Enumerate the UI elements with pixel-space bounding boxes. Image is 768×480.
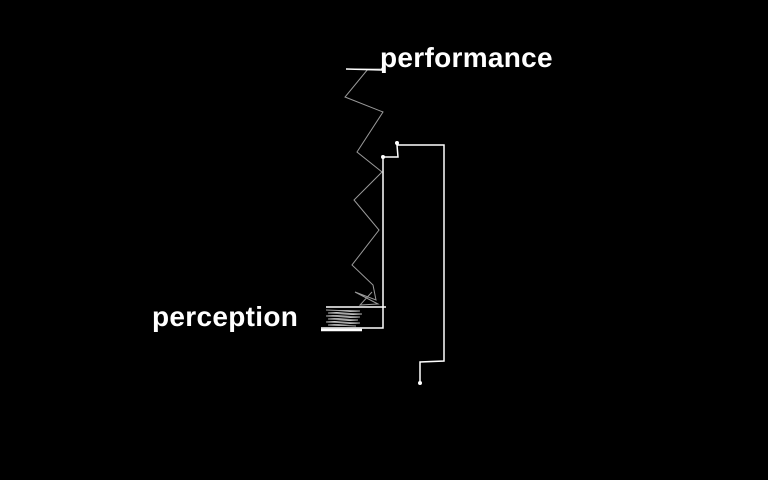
white-step-trace bbox=[321, 144, 445, 383]
node-dot bbox=[381, 155, 385, 159]
label-performance: performance bbox=[380, 42, 553, 73]
label-perception: perception bbox=[152, 301, 299, 332]
node-dot bbox=[395, 141, 399, 145]
scribble-trace bbox=[325, 309, 363, 327]
gray-zigzag-trace bbox=[344, 68, 384, 306]
node-dot bbox=[418, 381, 422, 385]
top-underline bbox=[345, 68, 384, 71]
node-dot bbox=[381, 67, 385, 71]
